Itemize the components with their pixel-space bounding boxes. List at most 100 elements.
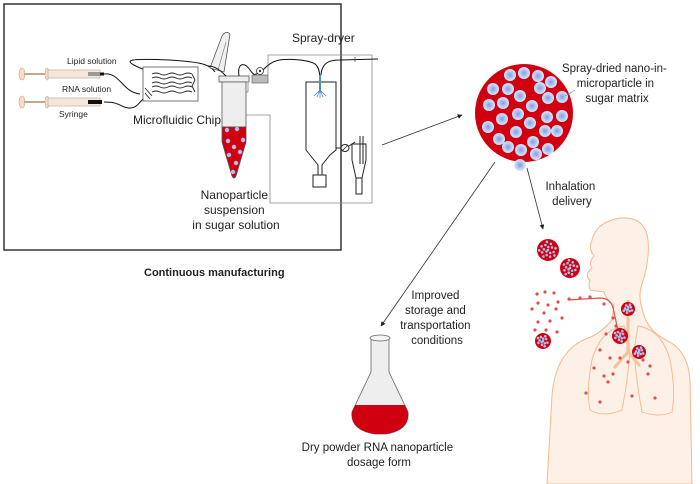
storage-line-1: Improved: [411, 290, 459, 302]
droplet: [598, 348, 602, 352]
inhaled-nanoparticle: [616, 330, 620, 334]
inhaled-nanoparticle: [545, 250, 548, 253]
nanoparticle: [556, 110, 568, 122]
peristaltic-pump: [246, 67, 269, 93]
inhaled-nanoparticle: [567, 259, 571, 262]
inhaled-nanoparticle: [564, 272, 567, 276]
inhaled-nanoparticle: [639, 352, 642, 356]
manufacturing-panel: [4, 4, 171, 250]
suspension-line-1: Nanoparticle: [201, 188, 269, 202]
microfluidic-chip-label: Microfluidic Chip: [133, 113, 221, 127]
inhaled-nanoparticle: [543, 341, 547, 345]
nanoparticle: [542, 92, 554, 104]
inhaled-nanoparticle: [572, 264, 576, 267]
droplet: [530, 307, 534, 311]
manufacturing-container: [4, 4, 172, 250]
inhaled-nanoparticle: [636, 354, 640, 357]
inhaled-nanoparticle: [540, 245, 543, 248]
inhaled-nanoparticle: [617, 335, 621, 339]
inhaled-nanoparticle: [542, 255, 545, 258]
storage-line-4: conditions: [411, 335, 463, 347]
manufacturing-frame-border: [4, 4, 172, 250]
nanoparticle: [515, 144, 527, 156]
nanoparticle: [493, 133, 505, 145]
lipid-tubing: [103, 73, 141, 95]
inhaled-droplets: [530, 290, 657, 404]
droplet: [641, 358, 645, 362]
inhaled-nanoparticle: [545, 240, 549, 244]
nanoparticle: [482, 121, 494, 133]
droplet: [588, 295, 592, 299]
nanoparticle: [510, 126, 522, 138]
tube-nanoparticle: [240, 137, 246, 143]
droplet: [598, 400, 602, 404]
inhaled-nanoparticle: [571, 260, 574, 264]
nanoparticle: [526, 100, 538, 112]
manufacturing-panel-outline: [4, 4, 172, 250]
inhaled-nanoparticle: [574, 268, 577, 272]
storage-line-2: storage and: [405, 305, 466, 317]
nanoparticle: [532, 70, 544, 82]
dosage-line-2: dosage form: [347, 457, 411, 469]
suspension-line-2: suspension: [204, 203, 265, 217]
inhaled-nanoparticle: [620, 339, 623, 343]
inhalation-line-1: Inhalation: [545, 181, 595, 193]
inhaled-nanoparticle: [628, 303, 632, 306]
process-box: [4, 4, 171, 250]
microparticle-nanoparticles: [482, 67, 568, 171]
flask-powder: [351, 405, 409, 434]
pump-to-nozzle-tubing: [262, 58, 321, 79]
air-inlet-tubing: [320, 58, 379, 76]
right-lung: [633, 325, 675, 416]
inhaled-nanoparticle: [548, 251, 552, 255]
droplet: [554, 307, 558, 311]
inhaled-nanoparticle: [636, 351, 640, 355]
inhaled-nanoparticle: [626, 305, 630, 309]
tube-nanoparticle: [237, 149, 243, 155]
inhaled-nanoparticle: [546, 341, 549, 344]
tube-to-pump-tubing: [238, 64, 259, 77]
inhaled-nanoparticle: [543, 334, 547, 338]
nanoparticle: [514, 90, 526, 102]
droplet: [604, 332, 608, 336]
droplet: [556, 300, 560, 304]
droplet: [602, 374, 606, 378]
droplet: [606, 380, 610, 384]
nanoparticle: [518, 67, 530, 79]
inhaled-nanoparticle: [537, 249, 541, 252]
droplet: [552, 291, 556, 295]
nanoparticle: [527, 136, 539, 148]
nanoparticle: [502, 83, 514, 95]
spray-dryer-frame: [246, 54, 373, 204]
inhaled-nanoparticle: [553, 254, 556, 257]
nanoparticle: [530, 148, 542, 160]
droplet: [548, 319, 552, 323]
inhaled-nanoparticle: [621, 332, 625, 336]
nanoparticle: [534, 82, 546, 94]
main-frame: [4, 4, 172, 250]
inhaled-nanoparticle: [544, 337, 548, 341]
nanoparticle: [551, 125, 563, 137]
droplet: [560, 316, 564, 320]
tube-nanoparticle: [230, 169, 236, 175]
droplet: [584, 391, 588, 395]
inhaled-nanoparticle: [570, 269, 574, 273]
inhaled-nanoparticle: [562, 263, 566, 266]
dosage-line-1: Dry powder RNA nanoparticle: [302, 442, 454, 454]
inhaled-nanoparticle: [544, 243, 547, 247]
manufacturing-frame-rect: [3, 3, 342, 251]
tube-nanoparticle: [224, 127, 230, 133]
inhaled-nanoparticle: [540, 340, 544, 344]
inhaled-nanoparticle: [628, 309, 631, 313]
inhaled-nanoparticle: [567, 271, 571, 275]
storage-label: Improved storage and transportation cond…: [400, 290, 474, 347]
inhaled-particles: [535, 239, 646, 359]
inhaled-nanoparticle: [620, 329, 624, 333]
inhaled-nanoparticle: [549, 242, 553, 246]
tube-nanoparticle: [234, 126, 240, 132]
nanoparticle: [524, 117, 536, 129]
inhaled-nanoparticle: [623, 336, 626, 339]
process-frame-border: [4, 4, 172, 250]
inhaled-nanoparticle: [570, 273, 574, 276]
